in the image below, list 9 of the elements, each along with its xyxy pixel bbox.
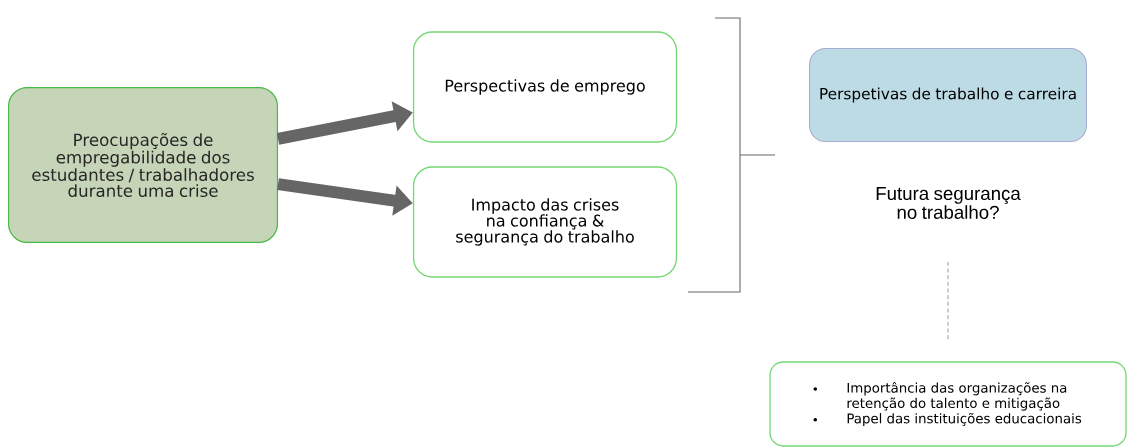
bullet-item: Importância das organizações na retenção do talento e mitigação [813,381,1067,411]
process-box: Perspectivas de emprego [412,31,678,143]
process-box: Perspetivas de trabalho e carreira [809,47,1087,143]
process-box: Impacto das crises na confiança & segurança do trabalho [412,166,678,278]
question-text: Futura segurança no trabalho? [876,187,1021,219]
bullet-list-box [769,361,1127,447]
dotted-connector [947,261,949,341]
bullet-item: Papel das instituições educacionais [813,412,1082,427]
process-box: Preocupações de empregabilidade dos estudantes / trabalhadores durante uma crise [7,86,279,244]
